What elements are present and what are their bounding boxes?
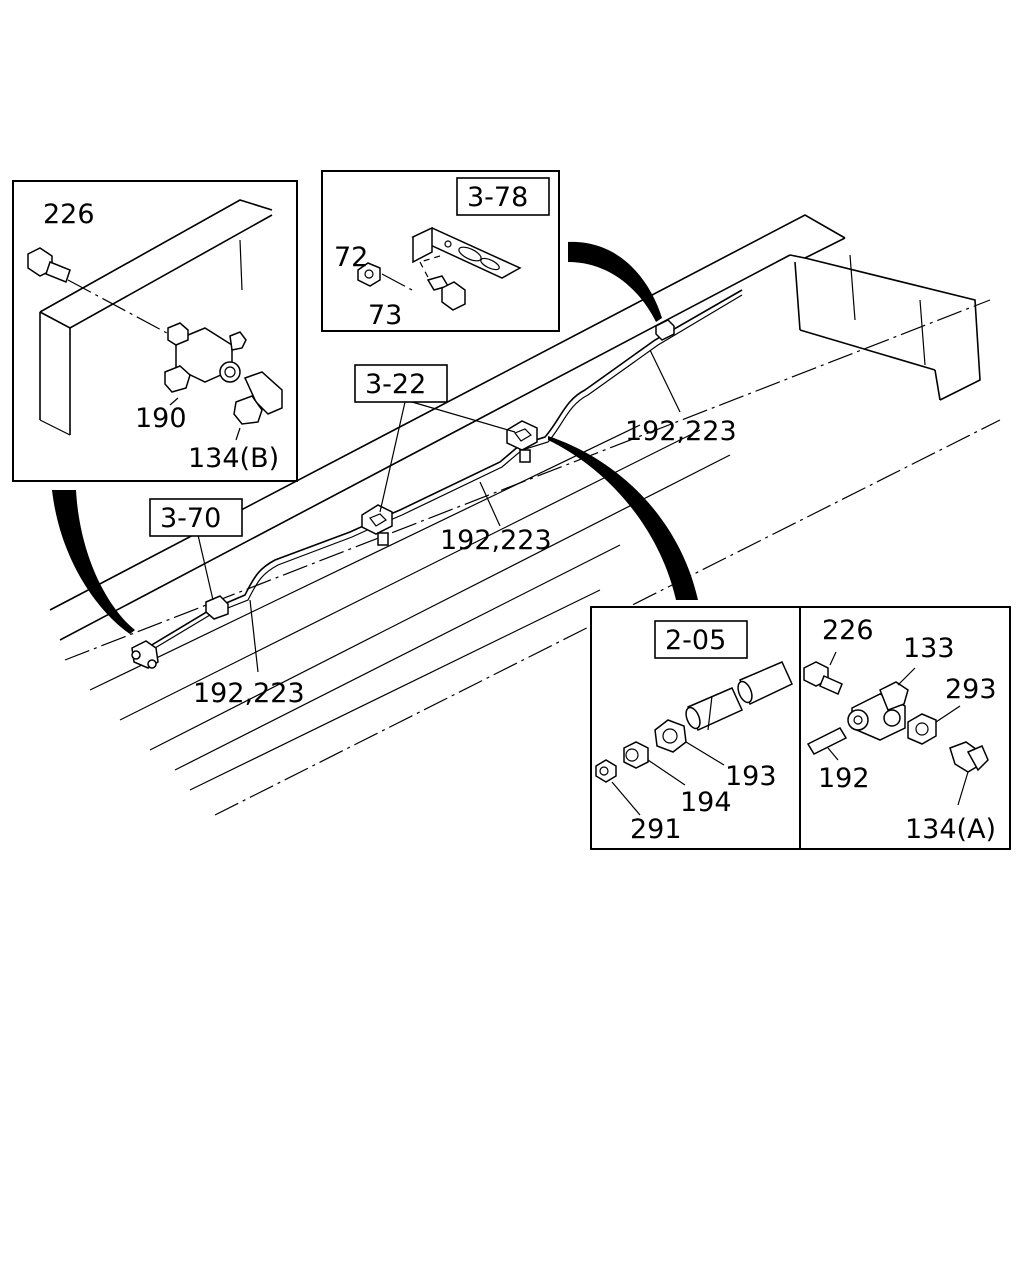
ref-box-3-22 [354,364,448,403]
pipe-label-middle: 192,223 [440,525,552,556]
tee-fitting-main [205,595,229,620]
label-134b: 134(B) [188,443,279,474]
detail-panel-tee [799,606,1011,850]
label-226-br: 226 [822,615,874,646]
label-194: 194 [680,787,732,818]
detail-panel-cross-fitting [12,180,298,482]
callout-arrows [52,241,698,634]
label-72: 72 [334,242,368,273]
pipe-clamp-rear [506,420,538,463]
label-73: 73 [368,300,402,331]
ref-box-3-70 [149,498,243,537]
label-226-tl: 226 [43,199,95,230]
pipe-label-lower: 192,223 [193,678,305,709]
cross-fitting-main [131,640,159,669]
label-193: 193 [725,761,777,792]
label-293: 293 [945,674,997,705]
ref-3-22-label: 3-22 [365,369,426,400]
label-190: 190 [135,403,187,434]
rear-bracket-main [655,319,675,341]
brake-pipe [139,289,743,658]
ref-2-05-label: 2-05 [665,625,726,656]
ref-box-3-78 [456,177,550,216]
label-291: 291 [630,814,682,845]
pipe-label-upper: 192,223 [625,416,737,447]
ref-3-78-label: 3-78 [467,182,528,213]
main-leaders [197,349,681,673]
pipe-clamp-front [361,504,393,546]
ref-box-2-05 [654,620,748,659]
label-134a: 134(A) [905,814,996,845]
label-133: 133 [903,633,955,664]
label-192: 192 [818,763,870,794]
ref-3-70-label: 3-70 [160,503,221,534]
